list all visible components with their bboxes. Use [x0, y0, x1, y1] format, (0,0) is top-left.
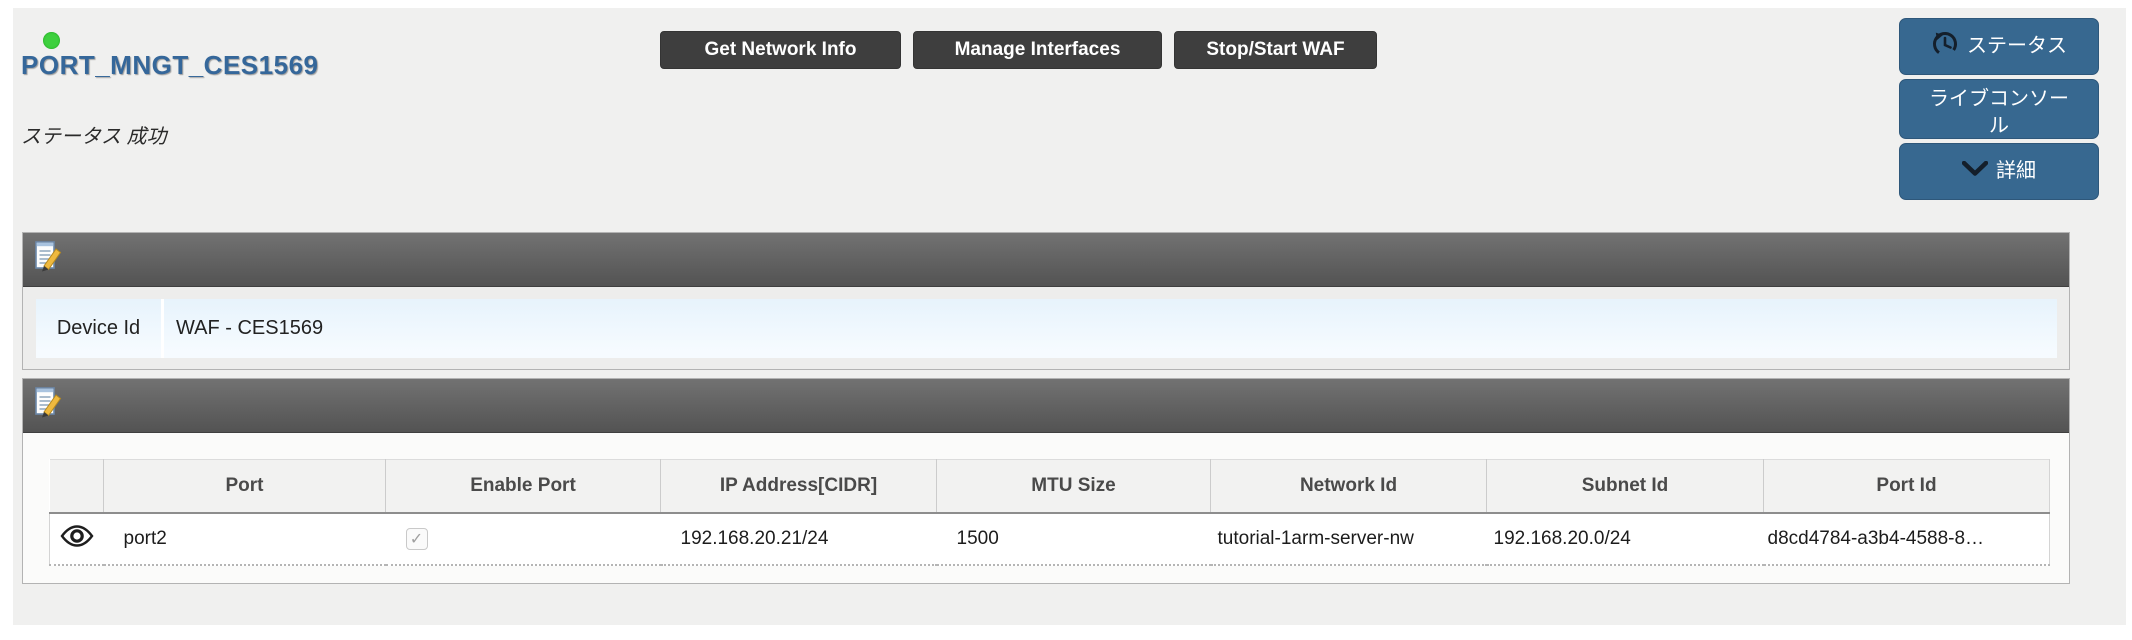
view-port-eye-icon[interactable]	[60, 525, 94, 547]
table-header-row: Port Enable Port IP Address[CIDR] MTU Si…	[49, 459, 2050, 514]
table-row: port2 ✓ 192.168.20.21/24 1500 tutorial-1…	[49, 513, 2050, 566]
check-icon: ✓	[409, 531, 424, 548]
column-header-mtu-size: MTU Size	[936, 459, 1211, 514]
cell-mtu-size: 1500	[936, 513, 1211, 566]
device-id-value: WAF - CES1569	[164, 299, 2057, 358]
cell-port: port2	[103, 513, 386, 566]
ports-table: Port Enable Port IP Address[CIDR] MTU Si…	[49, 459, 2050, 566]
cell-ip-cidr: 192.168.20.21/24	[660, 513, 937, 566]
cell-port-id: d8cd4784-a3b4-4588-8…	[1763, 513, 2050, 566]
get-network-info-button[interactable]: Get Network Info	[660, 31, 901, 69]
device-panel: Device Id WAF - CES1569	[22, 232, 2070, 370]
side-button-label: ステータス	[1967, 35, 2067, 57]
page-title: PORT_MNGT_CES1569	[21, 50, 319, 80]
ports-panel-header	[23, 379, 2069, 433]
stop-start-waf-button[interactable]: Stop/Start WAF	[1174, 31, 1377, 69]
status-dot	[43, 32, 60, 49]
cell-subnet-id: 192.168.20.0/24	[1486, 513, 1764, 566]
column-header-enable-port: Enable Port	[385, 459, 661, 514]
button-label: Get Network Info	[704, 39, 857, 60]
status-button[interactable]: ステータス	[1899, 18, 2099, 75]
enable-port-checkbox[interactable]: ✓	[405, 528, 428, 550]
side-button-label: 詳細	[1996, 160, 2036, 182]
button-label: Manage Interfaces	[954, 39, 1121, 60]
column-header-actions	[49, 459, 104, 514]
side-button-stack: ステータス ライブコンソール 詳細	[1899, 18, 2099, 200]
live-console-button[interactable]: ライブコンソール	[1899, 79, 2099, 139]
ports-panel: Port Enable Port IP Address[CIDR] MTU Si…	[22, 378, 2070, 584]
cell-divider	[161, 299, 164, 358]
cell-network-id: tutorial-1arm-server-nw	[1210, 513, 1487, 566]
column-header-port-id: Port Id	[1763, 459, 2050, 514]
manage-interfaces-button[interactable]: Manage Interfaces	[913, 31, 1162, 69]
column-header-network-id: Network Id	[1210, 459, 1487, 514]
side-button-label: ライブコンソール	[1929, 88, 2069, 137]
edit-icon[interactable]	[33, 240, 65, 279]
content-area: PORT_MNGT_CES1569 ステータス 成功 Get Network I…	[13, 8, 2126, 625]
device-id-label: Device Id	[36, 299, 161, 358]
history-clock-icon	[1931, 30, 1959, 64]
column-header-ip-cidr: IP Address[CIDR]	[660, 459, 937, 514]
device-id-row: Device Id WAF - CES1569	[36, 299, 2057, 358]
button-label: Stop/Start WAF	[1206, 39, 1345, 60]
detail-button[interactable]: 詳細	[1899, 143, 2099, 200]
action-bar: Get Network Info Manage Interfaces Stop/…	[660, 31, 1377, 69]
status-text: ステータス 成功	[21, 126, 167, 148]
column-header-port: Port	[103, 459, 386, 514]
edit-icon[interactable]	[33, 386, 65, 425]
chevron-down-icon	[1961, 160, 1989, 183]
column-header-subnet-id: Subnet Id	[1486, 459, 1764, 514]
device-panel-header	[23, 233, 2069, 287]
